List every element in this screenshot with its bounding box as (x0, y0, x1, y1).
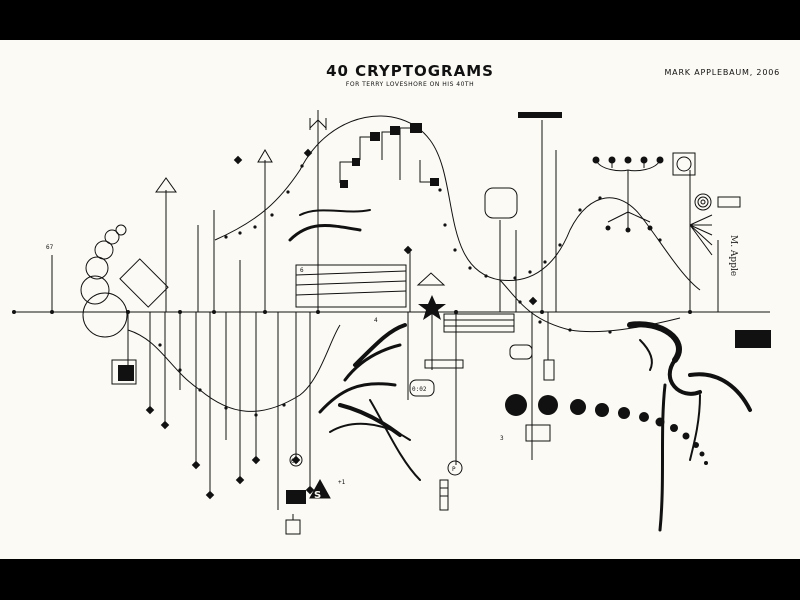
glyph-label: 0:02 (412, 386, 427, 393)
large-dot (505, 394, 527, 416)
spiral-icon (694, 193, 712, 211)
glyph-label: 6 (300, 267, 304, 274)
glyph-label: 3 (500, 435, 504, 442)
cryptogram-drawing: 67 6 4 3 0:02 P S +1 62 (12, 110, 771, 535)
artwork-title: 40 CRYPTOGRAMS (326, 62, 494, 80)
upper-arch-curve (214, 115, 701, 291)
glyph-label: P (452, 466, 456, 473)
octagon-emblem (119, 258, 169, 308)
artwork-author: MARK APPLEBAUM, 2006 (664, 68, 780, 77)
glyph-label: 62 (291, 458, 299, 465)
glyph-label: S (314, 490, 321, 501)
scissors-icon (509, 344, 533, 360)
lower-curve (127, 324, 341, 412)
clock-icon (672, 152, 696, 176)
artwork-canvas: 40 CRYPTOGRAMS FOR TERRY LOVESHORE ON HI… (0, 40, 800, 559)
glyph-labels: 67 6 4 3 0:02 P S +1 62 (46, 244, 504, 501)
block-cluster (118, 112, 771, 504)
triangle-arrow (155, 177, 177, 193)
bottom-letterbox (0, 559, 800, 600)
artwork-subtitle: FOR TERRY LOVESHORE ON HIS 40TH (345, 81, 475, 88)
arrow-down-icon (543, 359, 555, 381)
glyph-label: 67 (46, 244, 54, 251)
top-letterbox (0, 0, 800, 40)
glyph-label: +1 (338, 479, 346, 486)
p-glyph (447, 460, 463, 476)
glyph-label: 4 (374, 317, 378, 324)
star-icon (418, 295, 446, 320)
candle-icon (285, 479, 449, 535)
cross-icon (484, 187, 518, 219)
barcode-icon (735, 330, 771, 348)
